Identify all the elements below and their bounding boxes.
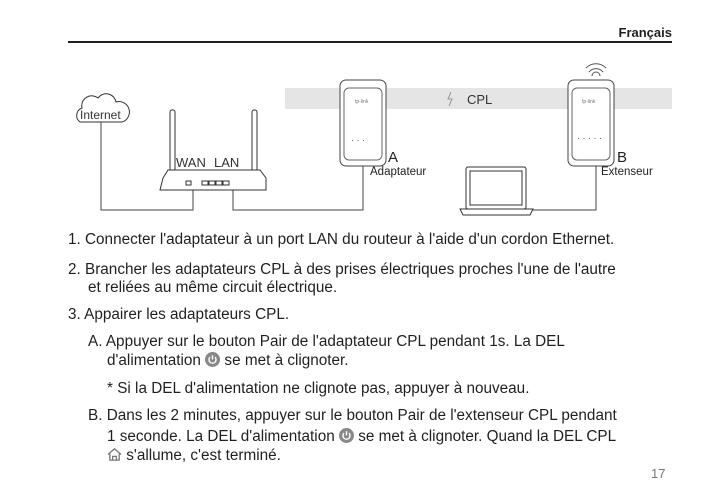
power-icon	[205, 352, 221, 367]
svg-text:tp-link: tp-link	[355, 99, 369, 105]
lan-label: LAN	[214, 155, 239, 170]
text: 1 seconde. La DEL d'alimentation	[107, 428, 335, 445]
text: s'allume, c'est terminé.	[126, 447, 281, 464]
extender-letter: B	[617, 149, 627, 166]
svg-text:tp-link: tp-link	[582, 99, 596, 105]
home-cpl-icon	[107, 448, 122, 461]
text: d'alimentation	[107, 352, 201, 369]
svg-text:· · ·: · · ·	[351, 135, 365, 145]
step-3a-line2: d'alimentation se met à clignoter.	[107, 352, 349, 370]
language-header: Français	[618, 25, 672, 40]
text: se met à clignoter. Quand la DEL CPL	[358, 428, 617, 445]
router-icon	[159, 109, 267, 191]
step-3b-line3: s'allume, c'est terminé.	[107, 447, 281, 465]
header-rule	[68, 41, 672, 43]
step-2-line2: et reliées au même circuit électrique.	[88, 279, 338, 296]
step-2-line1: 2. Brancher les adaptateurs CPL à des pr…	[68, 261, 616, 278]
adapter-a-icon: tp-link · · ·	[339, 79, 387, 167]
adapter-letter: A	[388, 149, 398, 166]
cables	[100, 122, 597, 211]
laptop-icon	[459, 166, 534, 216]
step-3: 3. Appairer les adaptateurs CPL.	[68, 306, 290, 323]
wan-label: WAN	[176, 155, 206, 170]
internet-cloud-icon: Internet	[76, 93, 130, 123]
cpl-label: CPL	[467, 92, 492, 107]
lightning-icon	[447, 91, 453, 107]
step-3b-line2: 1 seconde. La DEL d'alimentation se met …	[107, 428, 616, 446]
wifi-icon	[585, 63, 607, 77]
internet-label: Internet	[80, 108, 121, 122]
step-3a-note: * Si la DEL d'alimentation ne clignote p…	[107, 380, 530, 397]
step-3a-line1: A. Appuyer sur le bouton Pair de l'adapt…	[88, 333, 565, 350]
power-icon	[338, 428, 354, 443]
text: se met à clignoter.	[224, 352, 349, 369]
svg-text:· · · · ·: · · · · ·	[577, 133, 602, 143]
step-3b-line1: B. Dans les 2 minutes, appuyer sur le bo…	[88, 407, 617, 424]
step-1: 1. Connecter l'adaptateur à un port LAN …	[68, 231, 615, 248]
page-number: 17	[651, 466, 666, 481]
extender-b-icon: tp-link · · · · ·	[567, 63, 615, 167]
extender-label: Extenseur	[601, 166, 653, 178]
setup-diagram: CPL Internet WAN LAN tp-link · · ·	[76, 63, 672, 216]
adapter-label: Adaptateur	[370, 166, 426, 178]
